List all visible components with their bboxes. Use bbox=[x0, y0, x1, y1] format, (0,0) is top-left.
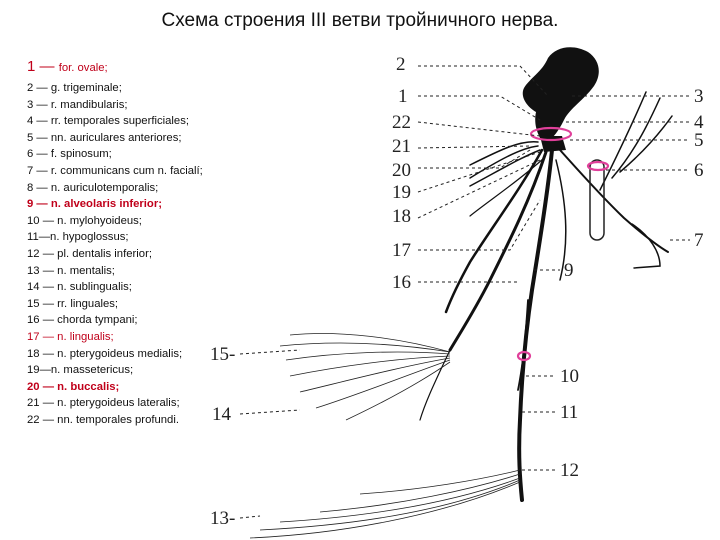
label-3: 3 bbox=[694, 86, 704, 107]
label-1: 1 bbox=[398, 86, 408, 107]
nerve-buccalis bbox=[446, 150, 542, 312]
trigeminal-ganglion bbox=[523, 47, 599, 138]
label-18: 18 bbox=[392, 206, 411, 227]
nerve-alveolaris-inferior bbox=[519, 150, 552, 500]
label-2: 2 bbox=[396, 54, 406, 75]
label-10: 10 bbox=[560, 366, 579, 387]
foramen-spinosum-ring bbox=[588, 162, 608, 170]
label-14: 14 bbox=[212, 404, 232, 425]
label-16: 16 bbox=[392, 272, 411, 293]
nerve-temporales-superficiales bbox=[600, 92, 672, 190]
foramen-spinosum-vessel bbox=[590, 160, 604, 240]
label-13: 13- bbox=[210, 508, 235, 529]
label-12: 12 bbox=[560, 460, 579, 481]
label-19: 19 bbox=[392, 182, 411, 203]
label-6: 6 bbox=[694, 160, 704, 181]
nerve-communicans-facialis bbox=[632, 224, 660, 268]
label-7: 7 bbox=[694, 230, 704, 251]
nerve-lingualis bbox=[450, 152, 546, 350]
label-22: 22 bbox=[392, 112, 411, 133]
label-21: 21 bbox=[392, 136, 411, 157]
label-20: 20 bbox=[392, 160, 411, 181]
dental-plexus-fan bbox=[250, 470, 520, 538]
label-17: 17 bbox=[392, 240, 411, 261]
label-15: 15- bbox=[210, 344, 235, 365]
nerve-auriculotemporalis bbox=[560, 150, 668, 252]
label-5: 5 bbox=[694, 130, 704, 151]
label-9: 9 bbox=[564, 260, 574, 281]
label-leaders bbox=[240, 66, 690, 518]
label-11: 11 bbox=[560, 402, 578, 423]
